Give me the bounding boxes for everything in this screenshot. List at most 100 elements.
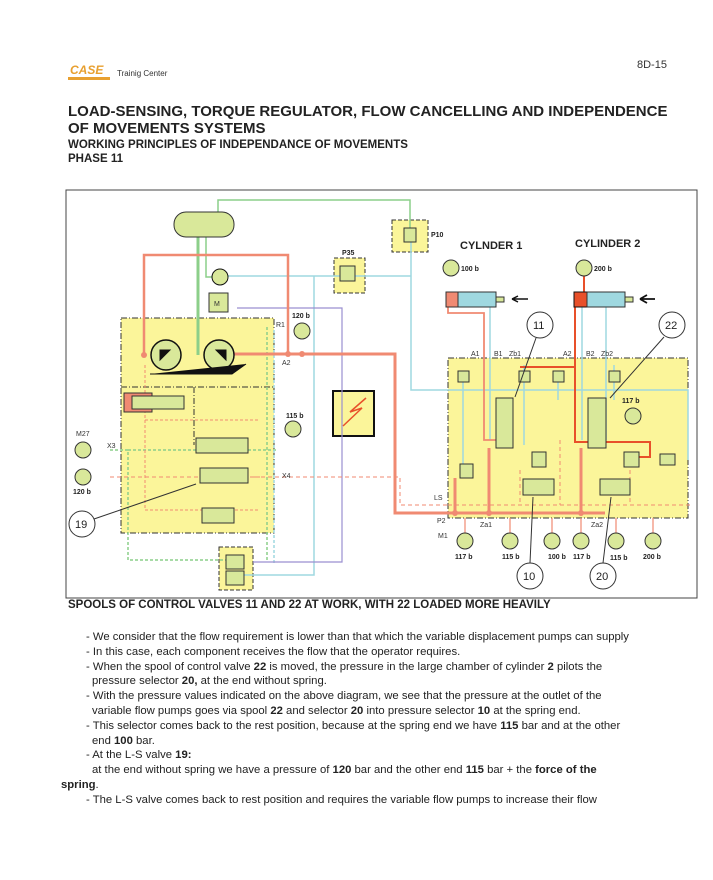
emphasis-text: 20 [350, 704, 364, 717]
body-text: bar and the other end [351, 764, 466, 777]
logo-underline [68, 77, 110, 80]
body-line: spring. [61, 778, 686, 793]
page-subtitle: WORKING PRINCIPLES OF INDEPENDANCE OF MO… [68, 139, 408, 151]
port-a2-pump: A2 [282, 360, 291, 367]
emphasis-text: 115 [465, 764, 484, 777]
body-text: - The L-S valve comes back to rest posit… [86, 793, 597, 806]
arrow-left-icon [639, 294, 655, 304]
tank [173, 211, 235, 238]
gauge-label-right-box: 117 b [622, 398, 640, 405]
port-p35: P35 [342, 250, 355, 257]
pressure-selector-10 [522, 478, 555, 496]
gauge-label-bottom: 115 b [610, 555, 628, 562]
emphasis-text: 20, [181, 675, 198, 688]
body-text: bar + the [483, 764, 536, 777]
port-a1: A1 [471, 351, 480, 358]
gauge-label-cyl2: 200 b [594, 266, 612, 273]
body-text: - With the pressure values indicated on … [86, 690, 602, 703]
gauge-label-bottom: 200 b [643, 554, 661, 561]
body-line: pressure selector 20, at the end without… [86, 674, 686, 689]
pilot-pump [211, 268, 229, 286]
body-text: - This selector comes back to the rest p… [86, 719, 501, 732]
cylinder-2 [573, 291, 655, 308]
pump-2 [203, 339, 235, 371]
phase-label: PHASE 11 [68, 153, 123, 165]
electric-line [237, 307, 343, 563]
callout-10: 10 [523, 571, 535, 583]
port-a2: A2 [563, 351, 572, 358]
cylinder-1-label: CYLNDER 1 [460, 240, 522, 252]
emphasis-text: 120 [332, 764, 352, 777]
gauge-label-left: 120 b [73, 489, 91, 496]
body-line: - The L-S valve comes back to rest posit… [86, 793, 686, 808]
body-line: end 100 bar. [86, 734, 686, 749]
p10-valve [403, 227, 417, 243]
body-text: - We consider that the flow requirement … [86, 631, 629, 643]
gauge-label-bottom: 117 b [573, 554, 591, 561]
body-text: - When the spool of control valve [86, 660, 254, 673]
motor-label: M [214, 301, 220, 308]
callout-20: 20 [596, 571, 608, 583]
port-m1: M1 [438, 533, 448, 540]
motor [208, 292, 229, 313]
emphasis-text: 10 [477, 704, 491, 717]
arrow-left-icon [511, 295, 528, 303]
body-text: and selector [282, 704, 351, 717]
port-x3: X3 [107, 443, 116, 450]
body-text: . [95, 778, 99, 791]
callout-19: 19 [75, 519, 87, 531]
case-logo: CASE [70, 63, 104, 77]
body-text: pilots the [553, 660, 603, 673]
body-line: - At the L-S valve 19: [86, 748, 686, 763]
callout-22: 22 [665, 320, 677, 332]
port-r1: R1 [276, 322, 285, 329]
callout-circles [68, 311, 686, 590]
body-text: bar. [132, 734, 155, 747]
port-zb2: Zb2 [601, 351, 613, 358]
page-title: LOAD-SENSING, TORQUE REGULATOR, FLOW CAN… [68, 103, 668, 137]
port-za2: Za2 [591, 522, 603, 529]
pressure-selector-20 [599, 478, 631, 496]
gauge-label-x4: 115 b [286, 413, 304, 420]
body-text: variable flow pumps goes via spool [92, 704, 271, 717]
port-zb1: Zb1 [509, 351, 521, 358]
callout-11: 11 [533, 320, 544, 332]
body-text: pressure selector [92, 675, 182, 688]
emphasis-text: force of the [535, 764, 597, 777]
body-text: bar and at the other [518, 719, 621, 732]
electronic-unit [332, 390, 375, 437]
body-line: variable flow pumps goes via spool 22 an… [86, 704, 686, 719]
port-ls: LS [434, 495, 443, 502]
emphasis-text: spring [61, 778, 96, 791]
body-line: - In this case, each component receives … [86, 645, 686, 660]
check-valves [457, 370, 676, 479]
emphasis-text: 115 [500, 719, 519, 732]
port-b2: B2 [586, 351, 595, 358]
ls-valve-19 [199, 467, 249, 484]
pump-1 [150, 339, 182, 371]
suction-lines [110, 199, 411, 561]
junction-dots [141, 351, 584, 516]
pump-arrows [150, 349, 247, 375]
cylinder-2-label: CYLINDER 2 [575, 238, 640, 250]
body-text: end [92, 734, 114, 747]
spool-11 [495, 397, 514, 449]
body-line: - When the spool of control valve 22 is … [86, 660, 686, 675]
port-p10: P10 [431, 232, 444, 239]
gauge-label-bottom: 115 b [502, 554, 520, 561]
gauge-label-pump-outlet: 120 b [292, 313, 310, 320]
emphasis-text: 22 [270, 704, 283, 717]
gauge-label-cyl1: 100 b [461, 266, 479, 273]
emphasis-text: 2 [547, 660, 554, 673]
body-line: - This selector comes back to the rest p… [86, 719, 686, 734]
body-text: at the end without spring. [197, 675, 327, 688]
explanation-text: - We consider that the flow requirement … [61, 630, 686, 808]
body-line: - We consider that the flow requirement … [86, 630, 686, 645]
valve-torque [195, 437, 249, 454]
page-number: 8D-15 [637, 59, 667, 71]
port-b1: B1 [494, 351, 503, 358]
diagram-caption: SPOOLS OF CONTROL VALVES 11 AND 22 AT WO… [68, 599, 551, 611]
training-center-label: Trainig Center [117, 69, 168, 78]
pressure-lines [110, 253, 690, 535]
